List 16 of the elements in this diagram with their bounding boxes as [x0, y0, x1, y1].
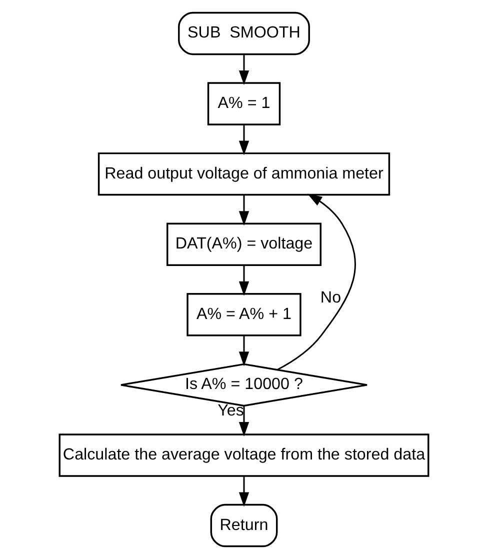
- edge-label: No: [320, 288, 341, 307]
- node-box: SUB SMOOTH: [178, 12, 310, 56]
- arrow: [238, 265, 249, 296]
- arrow: [276, 194, 356, 370]
- node-box: A% = A% + 1: [186, 293, 301, 336]
- arrow: [238, 406, 249, 436]
- arrow: [238, 194, 249, 226]
- node-box: DAT(A%) = voltage: [166, 222, 321, 266]
- node-box: Calculate the average voltage from the stored data: [58, 434, 429, 477]
- arrow: [238, 124, 249, 156]
- node-box: A% = 1: [206, 82, 280, 126]
- node-box: Read output voltage of ammonia meter: [97, 152, 390, 196]
- arrow: [238, 335, 249, 366]
- node-box: Return: [210, 504, 278, 548]
- arrow: [238, 476, 249, 507]
- arrow: [238, 54, 249, 86]
